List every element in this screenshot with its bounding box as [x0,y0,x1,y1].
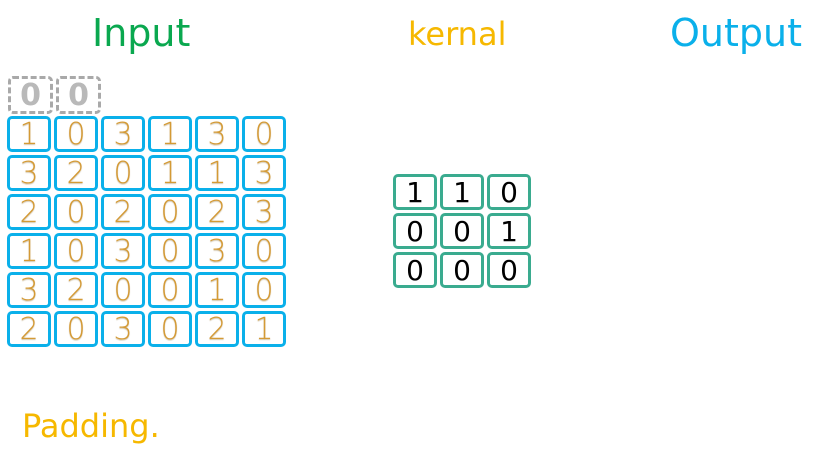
input-cell: 0 [242,116,286,152]
padding-cell: 0 [8,76,53,114]
input-cell: 3 [101,116,145,152]
input-cell: 1 [195,155,239,191]
input-cell: 2 [54,155,98,191]
input-title: Input [92,11,191,55]
input-cell: 2 [7,194,51,230]
padding-label: Padding. [22,407,160,445]
input-cell: 3 [101,311,145,347]
kernel-cell: 0 [393,213,437,249]
input-cell: 1 [195,272,239,308]
kernel-cell: 0 [487,252,531,288]
kernel-title: kernal [408,15,507,53]
input-cell: 3 [195,233,239,269]
kernel-cell: 1 [393,174,437,210]
kernel-cell: 1 [487,213,531,249]
input-cell: 1 [242,311,286,347]
input-cell: 2 [54,272,98,308]
input-cell: 0 [101,272,145,308]
input-cell: 1 [148,155,192,191]
input-cell: 2 [7,311,51,347]
kernel-cell: 0 [487,174,531,210]
input-cell: 3 [101,233,145,269]
input-cell: 0 [54,233,98,269]
kernel-cell: 1 [440,174,484,210]
input-cell: 0 [242,272,286,308]
kernel-cell: 0 [440,213,484,249]
input-cell: 0 [148,311,192,347]
kernel-cell: 0 [393,252,437,288]
input-cell: 2 [101,194,145,230]
input-cell: 2 [195,311,239,347]
input-cell: 0 [148,272,192,308]
input-cell: 3 [242,194,286,230]
input-cell: 0 [101,155,145,191]
input-cell: 2 [195,194,239,230]
input-cell: 0 [54,311,98,347]
input-cell: 0 [148,194,192,230]
input-cell: 1 [7,116,51,152]
input-cell: 0 [242,233,286,269]
kernel-cell: 0 [440,252,484,288]
input-cell: 3 [7,155,51,191]
input-cell: 1 [148,116,192,152]
input-cell: 1 [7,233,51,269]
input-cell: 3 [242,155,286,191]
input-cell: 0 [148,233,192,269]
padding-cell: 0 [56,76,101,114]
input-cell: 0 [54,116,98,152]
input-cell: 3 [7,272,51,308]
input-cell: 3 [195,116,239,152]
output-title: Output [670,11,802,55]
input-cell: 0 [54,194,98,230]
